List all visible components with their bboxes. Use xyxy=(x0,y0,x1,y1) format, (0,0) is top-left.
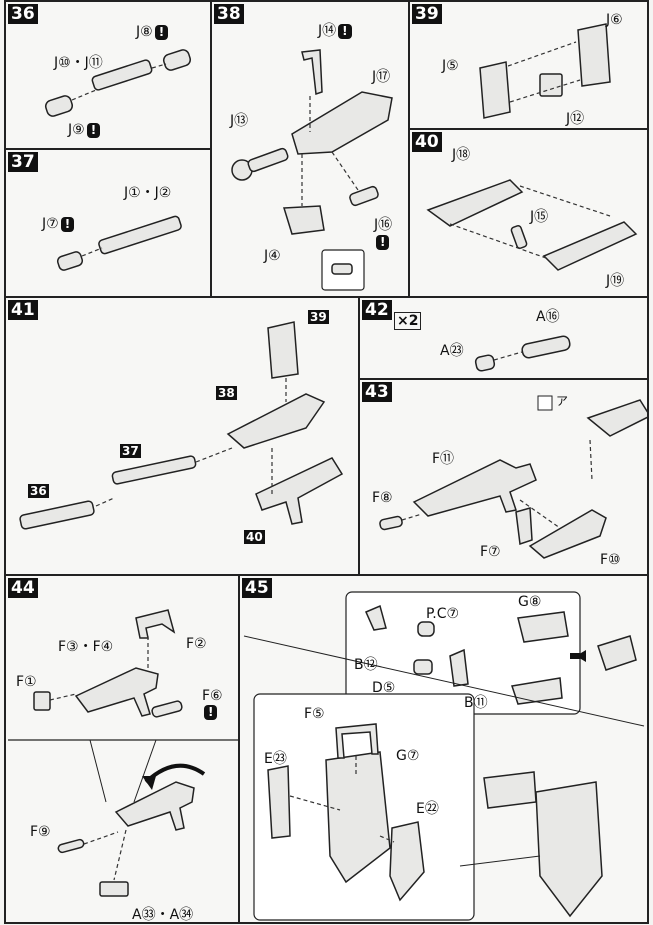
step-40-panel: 40 J⑱ J⑮ J⑲ xyxy=(408,128,649,298)
part-label-b12: B⑫ xyxy=(354,657,378,673)
step-number: 43 xyxy=(362,382,392,402)
part-label-j5: J⑤ xyxy=(442,58,459,74)
step-ref-37: 37 xyxy=(120,444,141,458)
part-label-j10-j11: J⑩・J⑪ xyxy=(54,55,103,71)
part-label-j14: J⑭! xyxy=(318,20,352,40)
scope-art xyxy=(474,335,571,372)
step-41-panel: 41 39 38 37 36 40 xyxy=(4,296,360,576)
step-number: 40 xyxy=(412,132,442,152)
step-number: 38 xyxy=(214,4,244,24)
rifle-body-art xyxy=(231,49,393,291)
part-label-d5: D⑤ xyxy=(372,680,396,696)
part-label-j18: J⑱ xyxy=(452,147,471,163)
shield-assembly-art xyxy=(243,591,645,921)
part-label-f3-f4: F③・F④ xyxy=(58,639,114,655)
part-label-j15: J⑮ xyxy=(530,209,549,225)
step-ref-39: 39 xyxy=(308,310,329,324)
step-36-panel: 36 J⑧! J⑩・J⑪ J⑨! xyxy=(4,0,212,150)
part-label-f7: F⑦ xyxy=(480,544,501,560)
step-number: 39 xyxy=(412,4,442,24)
part-label-f8: F⑧ xyxy=(372,490,393,506)
part-label-j9: J⑨! xyxy=(68,122,101,138)
part-label-f10: F⑩ xyxy=(600,552,621,568)
part-label-f11: F⑪ xyxy=(432,451,455,467)
step-ref-40: 40 xyxy=(244,530,265,544)
part-label-j12: J⑫ xyxy=(566,111,585,127)
part-label-pc7: P.C⑦ xyxy=(426,606,460,622)
step-ref-38: 38 xyxy=(216,386,237,400)
barrel-art xyxy=(56,215,182,271)
part-label-j19: J⑲ xyxy=(606,273,625,289)
barrel-parts-art xyxy=(44,49,192,117)
part-label-j16: J⑯! xyxy=(374,217,393,250)
part-label-j1-j2: J①・J② xyxy=(124,185,172,201)
part-label-a33-a34: A㉝・A㉞ xyxy=(132,907,194,923)
part-label-j8: J⑧! xyxy=(136,24,169,40)
rifle-frame-art xyxy=(426,179,638,271)
part-label-a23: A㉓ xyxy=(440,343,464,359)
step-45-panel: 45 P.C⑦ G⑧ B⑫ D⑤ xyxy=(238,574,649,924)
part-label-f1: F① xyxy=(16,674,37,690)
step-number: 41 xyxy=(8,300,38,320)
quantity-multiplier: ×2 xyxy=(394,312,422,330)
handgun-art xyxy=(8,609,238,897)
part-label-g8: G⑧ xyxy=(518,594,542,610)
magazine-art xyxy=(479,23,611,119)
part-label-e23: E㉓ xyxy=(264,751,287,767)
part-label-f9: F⑨ xyxy=(30,824,51,840)
step-39-panel: 39 J⑥ J⑤ J⑫ xyxy=(408,0,649,130)
part-label-b11: B⑪ xyxy=(464,695,488,711)
step-44-panel: 44 F③・F④ F② F① F⑥! F⑨ A㉝・A㉞ xyxy=(4,574,240,924)
sticker-label: ア xyxy=(556,394,569,408)
part-label-f5: F⑤ xyxy=(304,706,325,722)
step-number: 37 xyxy=(8,152,38,172)
step-ref-36: 36 xyxy=(28,484,49,498)
step-42-panel: 42 ×2 A⑯ A㉓ xyxy=(358,296,649,380)
part-label-e22: E㉒ xyxy=(416,801,439,817)
part-label-a16: A⑯ xyxy=(536,309,560,325)
part-label-j6: J⑥ xyxy=(606,12,623,28)
part-label-j7: J⑦! xyxy=(42,216,75,232)
part-label-f6: F⑥! xyxy=(202,688,223,720)
step-38-panel: 38 J⑭! J⑰ J⑬ J④ J⑯! xyxy=(210,0,410,298)
part-label-j17: J⑰ xyxy=(372,69,391,85)
step-number: 45 xyxy=(242,578,272,598)
part-label-f2: F② xyxy=(186,636,207,652)
beam-rifle-art xyxy=(379,395,647,559)
part-label-g7: G⑦ xyxy=(396,748,420,764)
step-number: 44 xyxy=(8,578,38,598)
step-37-panel: 37 J①・J② J⑦! xyxy=(4,148,212,298)
rifle-assembly-art xyxy=(19,321,344,530)
part-label-j4: J④ xyxy=(264,248,281,264)
step-number: 42 xyxy=(362,300,392,320)
part-label-j13: J⑬ xyxy=(230,113,249,129)
step-number: 36 xyxy=(8,4,38,24)
step-43-panel: 43 ア F⑪ F⑧ F⑦ F⑩ xyxy=(358,378,649,576)
